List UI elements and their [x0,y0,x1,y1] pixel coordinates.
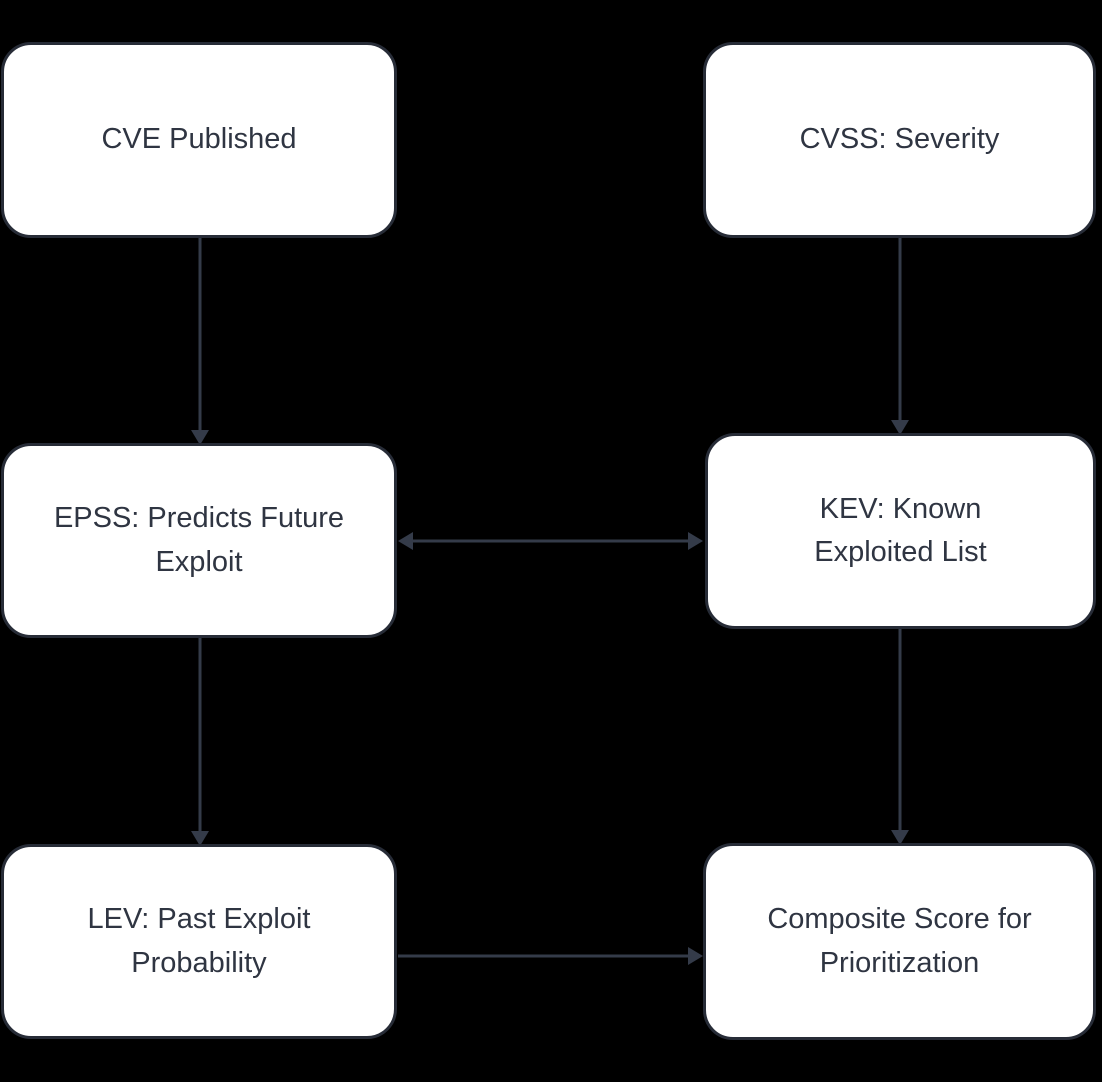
edge-epss-kev-bidirectional [398,532,703,550]
edge-epss-to-lev [191,638,209,846]
edge-lev-to-composite [398,947,703,965]
node-cve-published: CVE Published [1,42,397,238]
node-composite-score-for-prioritization: Composite Score for Prioritization [703,843,1096,1040]
edge-kev-to-composite [891,629,909,845]
node-cvss-severity-label: CVSS: Severity [799,123,1000,156]
node-cvss-severity: CVSS: Severity [703,42,1096,238]
node-lev-past-exploit-probability: LEV: Past Exploit Probability [1,844,397,1039]
node-epss-predicts-future-exploit: EPSS: Predicts Future Exploit [1,443,397,638]
edge-cvss-to-kev [891,238,909,435]
node-lev-past-exploit-probability-label: LEV: Past Exploit Probability [87,903,311,979]
node-cve-published-label: CVE Published [101,123,297,156]
edge-cve-to-epss [191,238,209,445]
node-composite-score-for-prioritization-label: Composite Score for Prioritization [767,903,1032,979]
node-kev-known-exploited-list-label: KEV: Known Exploited List [814,492,987,569]
node-epss-predicts-future-exploit-label: EPSS: Predicts Future Exploit [53,502,345,578]
node-kev-known-exploited-list: KEV: Known Exploited List [705,433,1096,629]
